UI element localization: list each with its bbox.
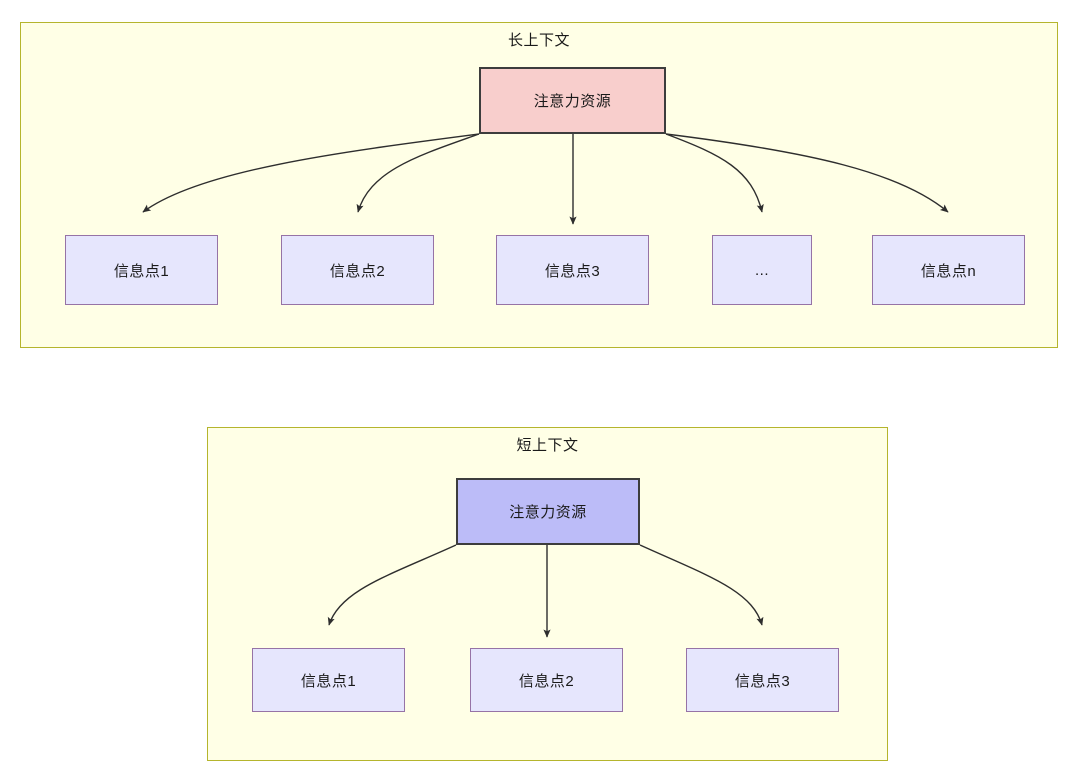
- short-context-title: 短上下文: [516, 437, 579, 454]
- long-context-title: 长上下文: [507, 32, 570, 49]
- long-context-attention-label: 注意力资源: [533, 93, 612, 110]
- long-context-info-label-n: 信息点n: [920, 262, 977, 280]
- long-context-info-node-ellipsis[interactable]: ...: [712, 235, 812, 305]
- long-context-info-label-3: 信息点3: [544, 262, 601, 280]
- long-context-info-node-n[interactable]: 信息点n: [872, 235, 1025, 305]
- short-context-info-label-3: 信息点3: [734, 672, 791, 690]
- short-context-info-node-3[interactable]: 信息点3: [686, 648, 839, 712]
- long-context-attention-node[interactable]: 注意力资源: [479, 67, 666, 134]
- short-context-attention-label: 注意力资源: [509, 504, 587, 521]
- short-context-attention-node[interactable]: 注意力资源: [456, 478, 640, 545]
- short-context-info-node-2[interactable]: 信息点2: [470, 648, 623, 712]
- long-context-info-node-3[interactable]: 信息点3: [496, 235, 649, 305]
- long-context-info-node-2[interactable]: 信息点2: [281, 235, 434, 305]
- short-context-info-node-1[interactable]: 信息点1: [252, 648, 405, 712]
- short-context-info-label-2: 信息点2: [518, 672, 575, 690]
- long-context-info-label-1: 信息点1: [113, 262, 170, 280]
- long-context-info-node-1[interactable]: 信息点1: [65, 235, 218, 305]
- long-context-info-label-2: 信息点2: [329, 262, 386, 280]
- short-context-info-label-1: 信息点1: [300, 672, 357, 690]
- long-context-info-label-ellipsis: ...: [754, 261, 769, 279]
